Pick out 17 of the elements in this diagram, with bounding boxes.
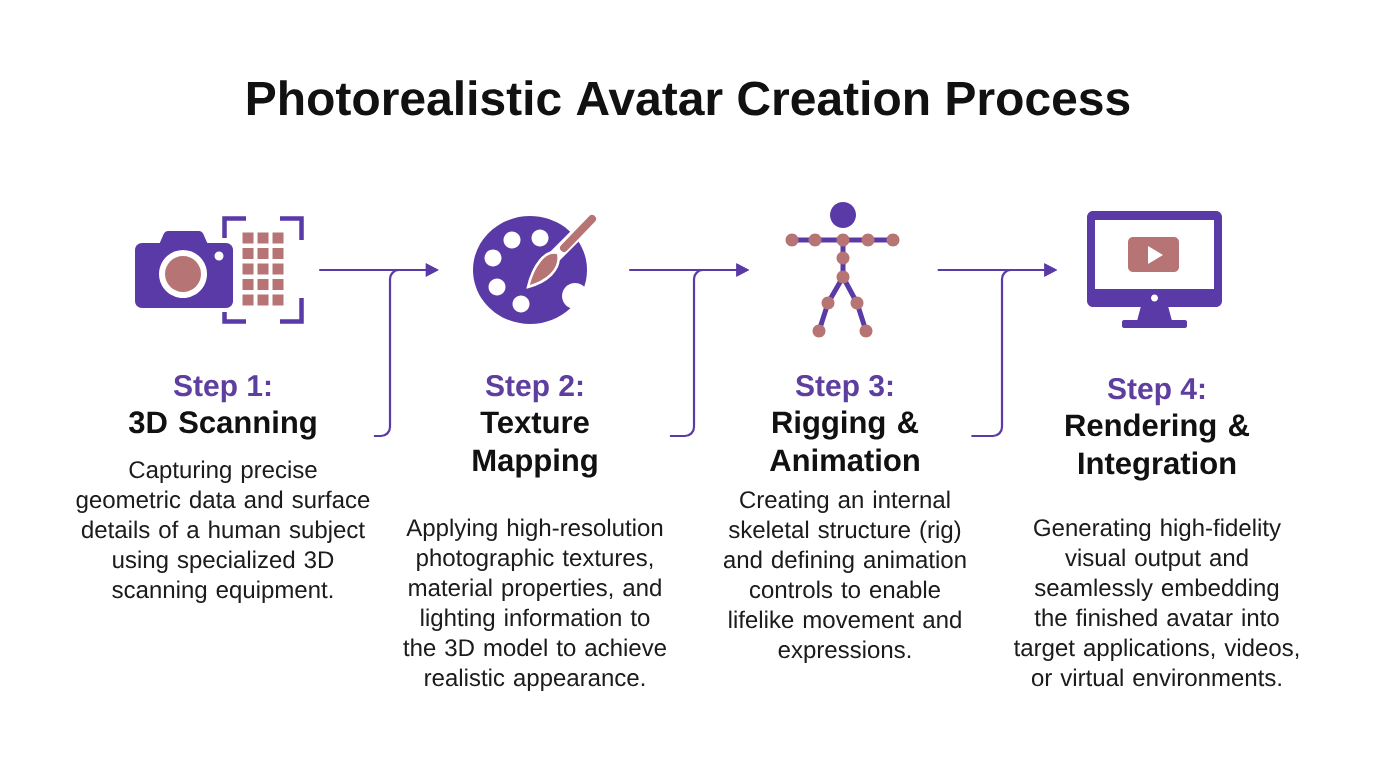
monitor-icon (1087, 211, 1222, 328)
step-description: Capturing precise geometric data and surface details of a human subject using specialized 3D scanning equipment. (76, 460, 370, 603)
step-description: Applying high-resolution photographic textures, material properties, and lighting information to the 3D model to achieve realistic appearance. (403, 518, 666, 691)
step-heading: Rendering & Integration (1066, 413, 1250, 481)
step-heading: Texture Mapping (473, 411, 597, 478)
step-description: Creating an internal skeletal structure (rig) and defining animation controls to enable lifelike movement and expressions. (723, 490, 966, 663)
step-label: Step 2: (485, 375, 583, 403)
step-label: Step 1: (173, 375, 271, 403)
step-label: Step 3: (795, 375, 893, 403)
step-heading: Rigging & Animation (770, 410, 919, 472)
step-label: Step 4: (1107, 378, 1205, 406)
palette-icon (473, 212, 599, 324)
skeleton-icon (785, 202, 900, 338)
step-heading: 3D Scanning (129, 410, 316, 440)
camera-icon (135, 216, 304, 324)
title: Photorealistic Avatar Creation Process (247, 80, 1130, 116)
step-description: Generating high-fidelity visual output and seamlessly embedding the finished avatar into target applications, videos, or virtual environments. (1013, 518, 1299, 687)
